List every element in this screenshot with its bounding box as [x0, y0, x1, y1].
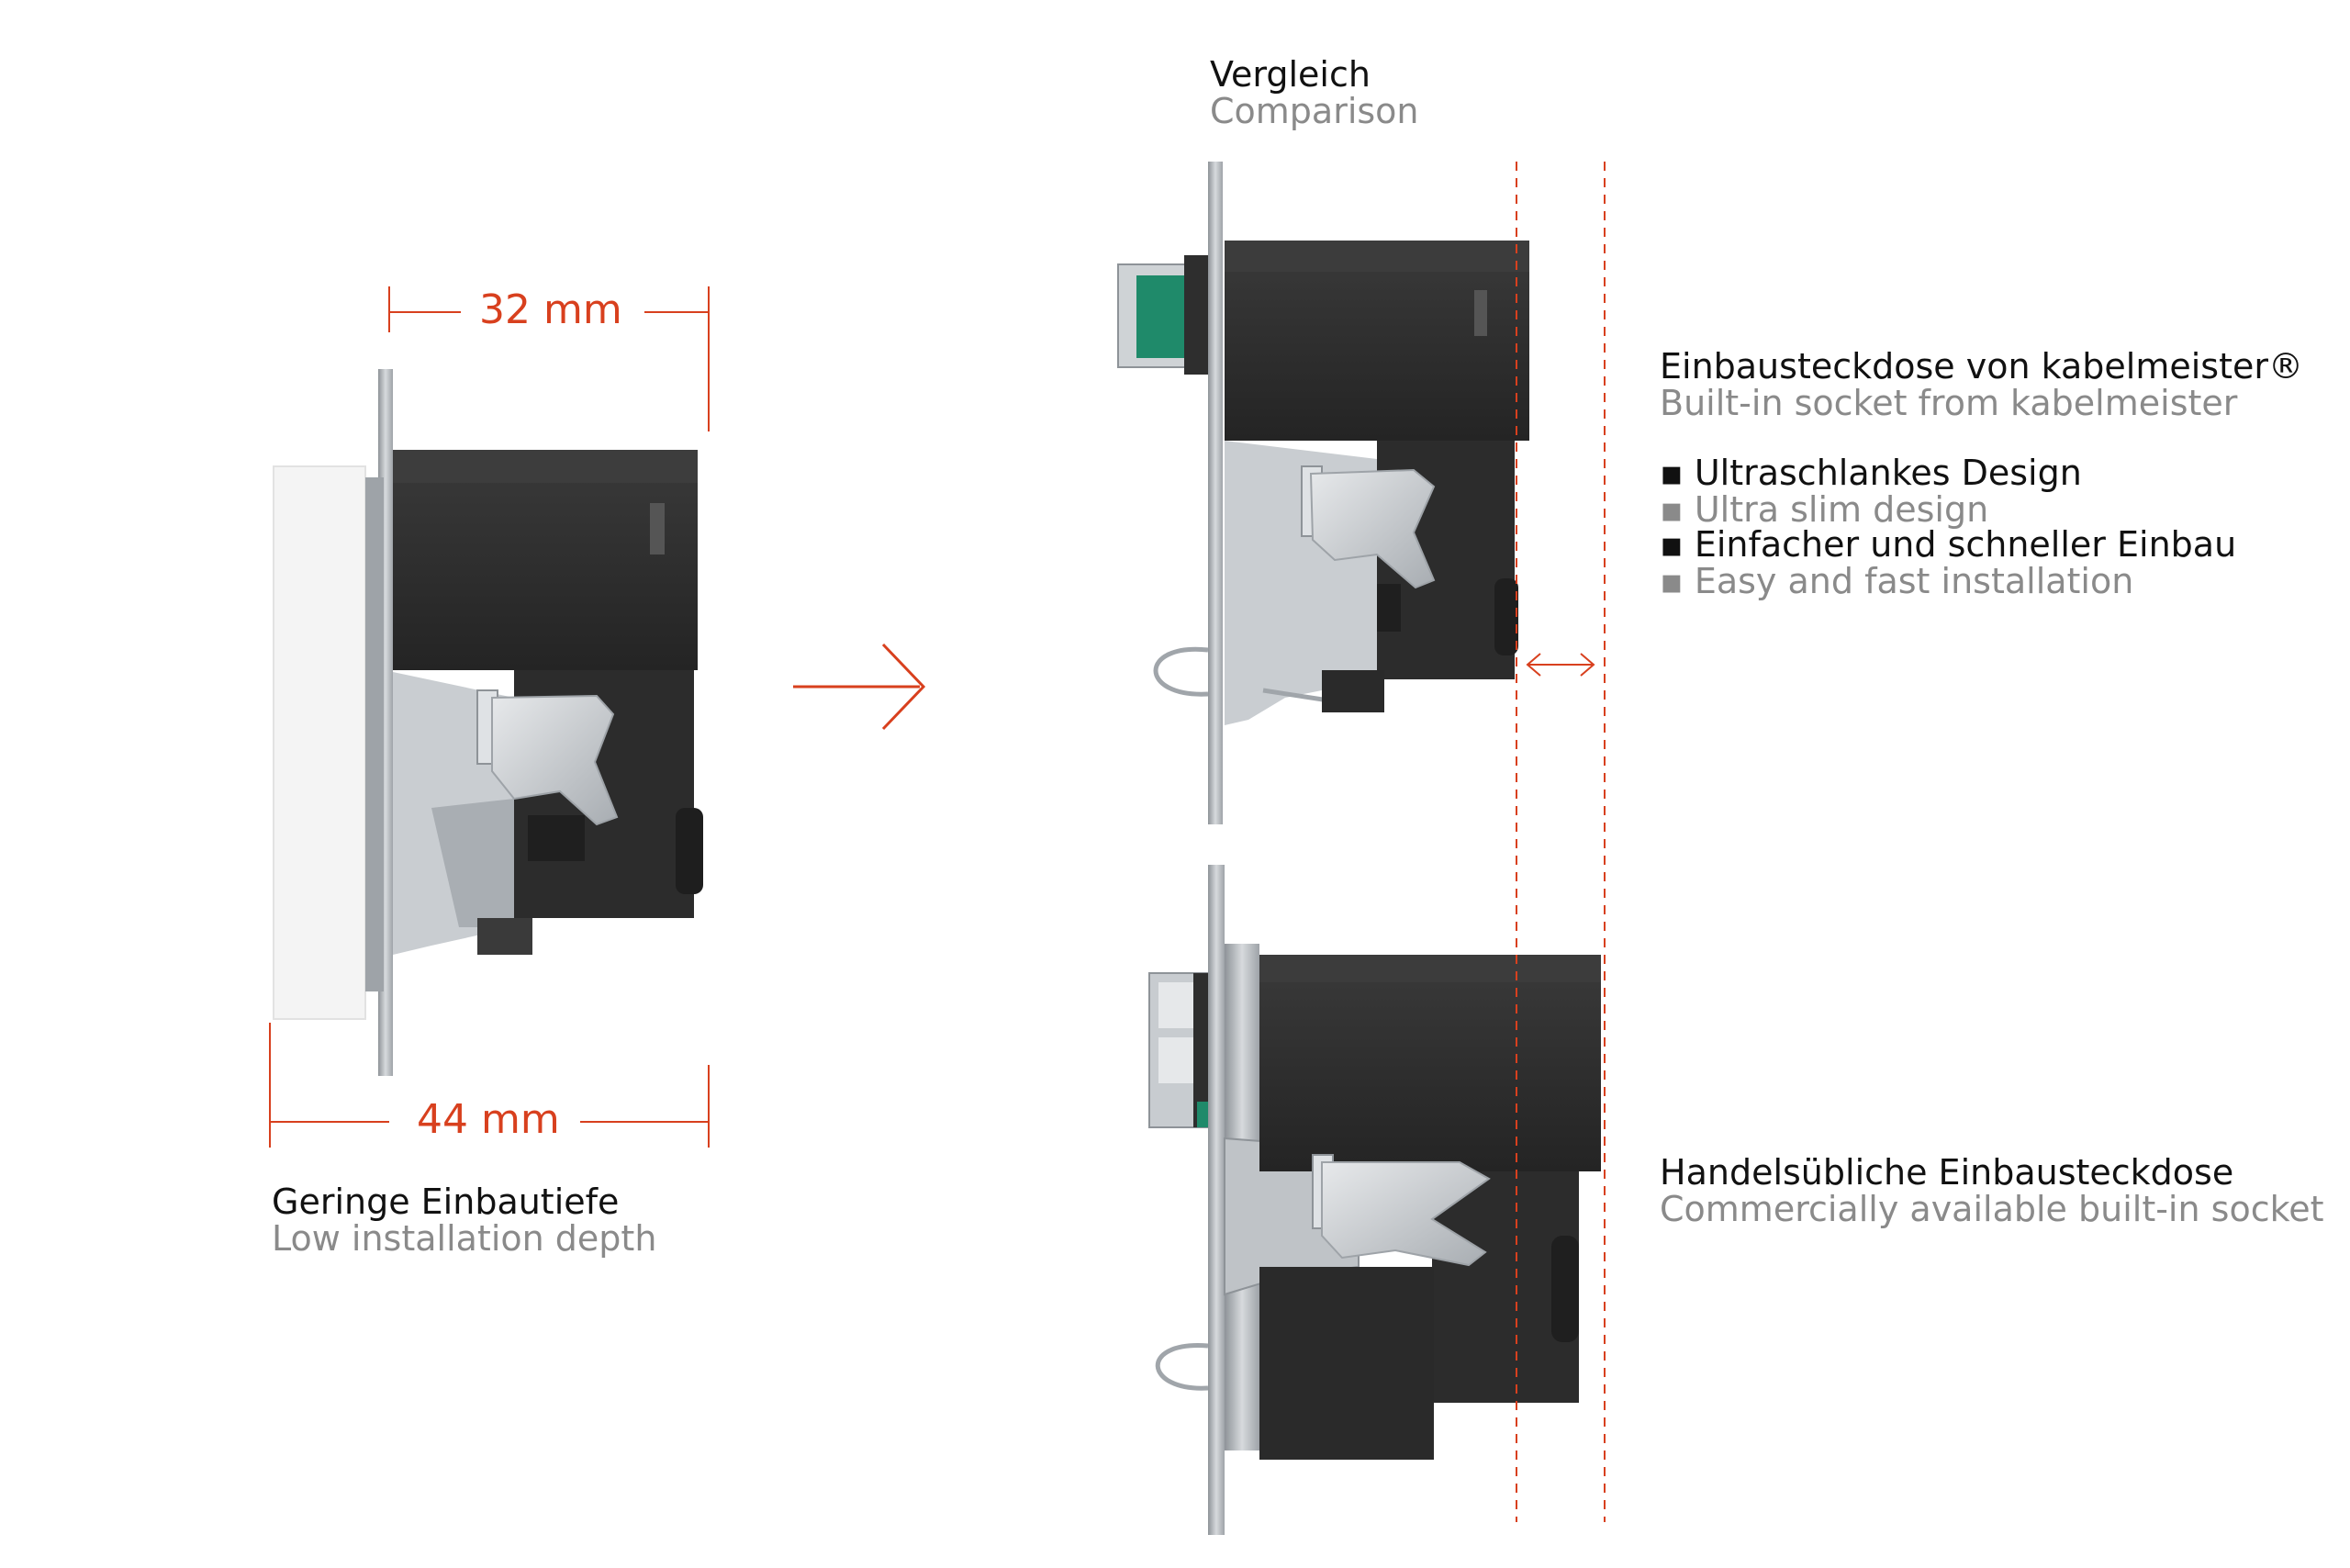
dimension-44mm [269, 1023, 710, 1148]
comparison-title-de: Vergleich [1210, 54, 1371, 95]
dimension-32mm-label: 32 mm [479, 286, 622, 333]
comparison-title-en: Comparison [1210, 91, 1419, 131]
left-socket-image [273, 369, 703, 1076]
arrow-right-icon [793, 643, 926, 731]
competitor-title-en: Commercially available built-in socket [1660, 1189, 2324, 1229]
left-title-en: Low installation depth [272, 1218, 657, 1259]
feature-1-en: ▪ Ultra slim design [1660, 489, 1989, 530]
feature-2-de: ▪ Einfacher und schneller Einbau [1660, 524, 2237, 565]
kabelmeister-socket-image [1117, 162, 1529, 824]
competitor-title-de: Handelsübliche Einbausteckdose [1660, 1152, 2234, 1193]
depth-difference-arrow-icon [1526, 653, 1595, 677]
left-title-de: Geringe Einbautiefe [272, 1182, 620, 1222]
depth-reference-lines [1516, 162, 1606, 1522]
dimension-44mm-label: 44 mm [417, 1096, 560, 1143]
product-title-de: Einbausteckdose von kabelmeister® [1660, 346, 2303, 386]
product-title-en: Built-in socket from kabelmeister [1660, 383, 2238, 423]
feature-1-de: ▪ Ultraschlankes Design [1660, 453, 2082, 493]
commercial-socket-image [1148, 865, 1601, 1535]
dimension-32mm [388, 286, 710, 431]
feature-2-en: ▪ Easy and fast installation [1660, 561, 2134, 601]
